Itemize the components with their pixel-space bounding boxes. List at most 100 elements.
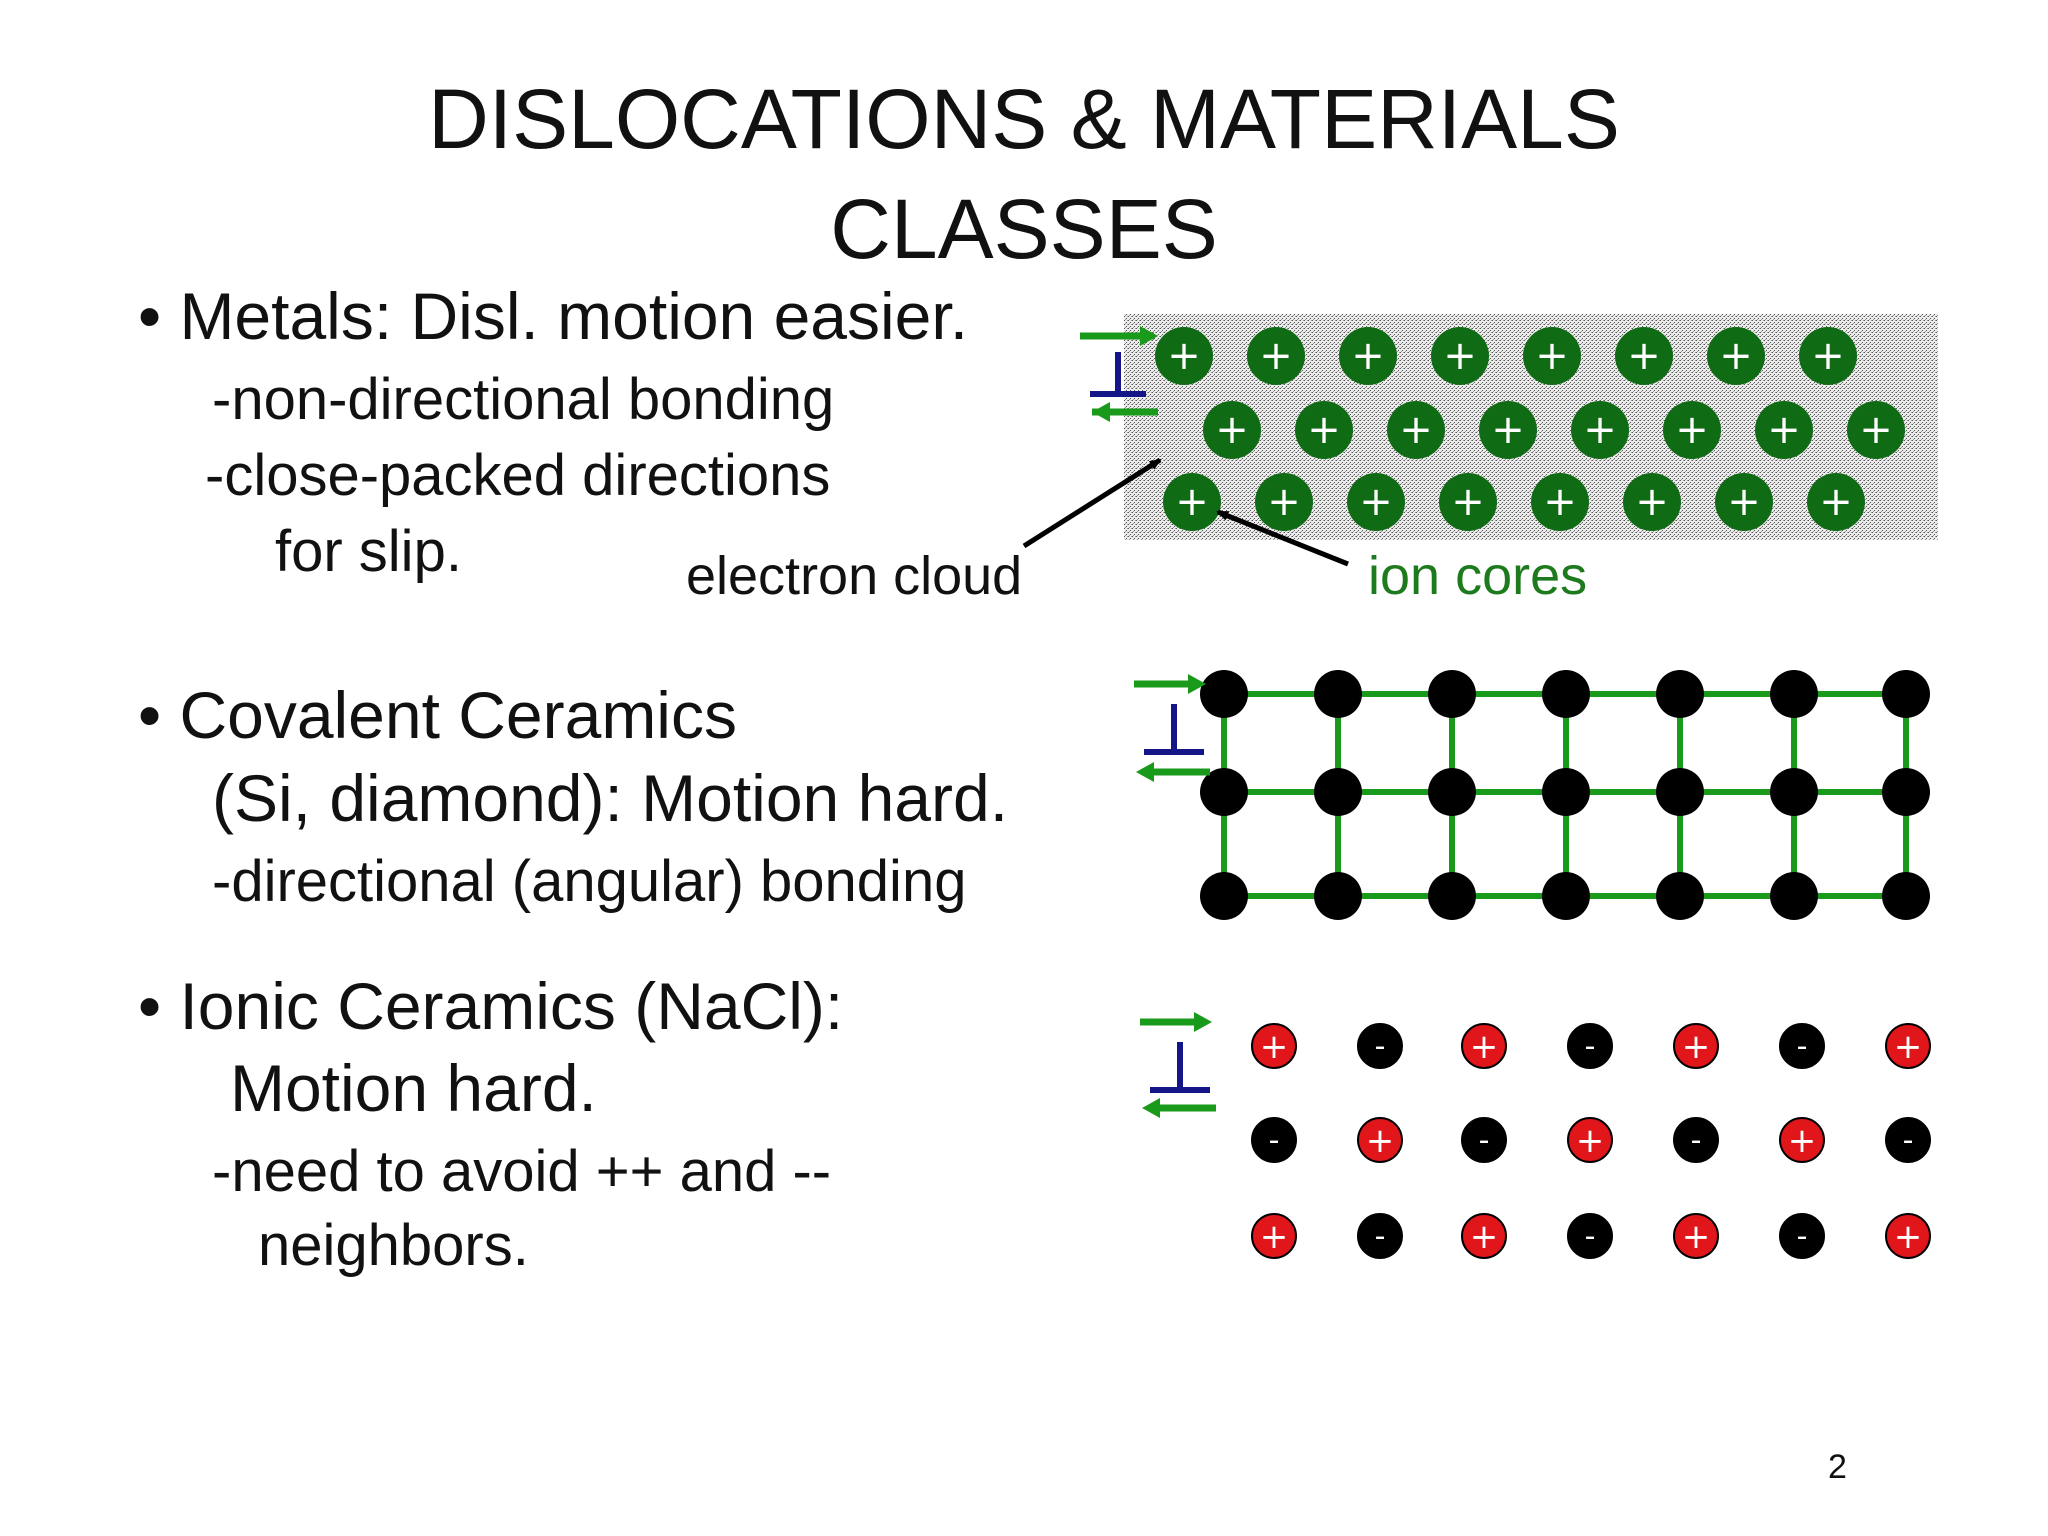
- ion-plus-sign: +: [1719, 333, 1753, 379]
- ion-cores-label: ion cores: [1368, 546, 1588, 606]
- anion-minus-sign: -: [1375, 1219, 1386, 1254]
- cation: [1461, 1023, 1507, 1069]
- metal-ion-grid: ++++++++++++++++++++++++: [1155, 327, 1905, 531]
- ion-plus-sign: +: [1267, 479, 1301, 525]
- metals-detail-1: -non-directional bonding: [212, 367, 835, 432]
- cation-plus-sign: +: [1682, 1027, 1711, 1067]
- covalent-atom: [1770, 872, 1818, 920]
- ion-core: [1663, 401, 1721, 459]
- anion-minus-sign: -: [1691, 1123, 1702, 1158]
- ion-plus-sign: +: [1627, 333, 1661, 379]
- ion-core: [1799, 327, 1857, 385]
- ion-core: [1247, 327, 1305, 385]
- anion: [1885, 1117, 1931, 1163]
- ion-plus-sign: +: [1451, 479, 1485, 525]
- ion-plus-sign: +: [1351, 333, 1385, 379]
- covalent-atom: [1770, 768, 1818, 816]
- covalent-atom: [1656, 670, 1704, 718]
- ion-plus-sign: +: [1535, 333, 1569, 379]
- anion-minus-sign: -: [1903, 1123, 1914, 1158]
- slide-title-line1: DISLOCATIONS & MATERIALS: [428, 72, 1620, 166]
- anion-minus-sign: -: [1269, 1123, 1280, 1158]
- anion: [1779, 1023, 1825, 1069]
- covalent-atom: [1314, 768, 1362, 816]
- covalent-atom: [1882, 872, 1930, 920]
- ion-plus-sign: +: [1359, 479, 1393, 525]
- covalent-atom: [1200, 872, 1248, 920]
- ion-cores-arrow: [1216, 509, 1349, 567]
- ion-plus-sign: +: [1215, 407, 1249, 453]
- covalent-detail: -directional (angular) bonding: [212, 849, 967, 914]
- anion-minus-sign: -: [1479, 1123, 1490, 1158]
- ion-core: [1571, 401, 1629, 459]
- ion-plus-sign: +: [1859, 407, 1893, 453]
- anion: [1357, 1023, 1403, 1069]
- covalent-atom: [1200, 670, 1248, 718]
- ion-plus-sign: +: [1491, 407, 1525, 453]
- anion: [1251, 1117, 1297, 1163]
- ion-plus-sign: +: [1399, 407, 1433, 453]
- ion-plus-sign: +: [1819, 479, 1853, 525]
- ion-plus-sign: +: [1167, 333, 1201, 379]
- covalent-atom: [1542, 768, 1590, 816]
- ion-core: [1523, 327, 1581, 385]
- metals-dislocation-symbol: [1080, 326, 1158, 422]
- cation-plus-sign: +: [1260, 1027, 1289, 1067]
- cation-plus-sign: +: [1366, 1121, 1395, 1161]
- ion-core: [1755, 401, 1813, 459]
- cation-plus-sign: +: [1260, 1217, 1289, 1257]
- covalent-atom: [1542, 872, 1590, 920]
- anion: [1779, 1213, 1825, 1259]
- cation-plus-sign: +: [1788, 1121, 1817, 1161]
- electron-cloud-arrow: [1022, 457, 1162, 549]
- cation-plus-sign: +: [1470, 1217, 1499, 1257]
- ion-core: [1339, 327, 1397, 385]
- ion-plus-sign: +: [1727, 479, 1761, 525]
- metals-heading: • Metals: Disl. motion easier.: [138, 279, 969, 353]
- ionic-line-2: Motion hard.: [230, 1051, 597, 1125]
- anion-minus-sign: -: [1585, 1219, 1596, 1254]
- slide-title-line2: CLASSES: [830, 182, 1218, 276]
- cation: [1673, 1213, 1719, 1259]
- ion-core: [1439, 473, 1497, 531]
- cation-plus-sign: +: [1682, 1217, 1711, 1257]
- covalent-atom: [1200, 768, 1248, 816]
- metals-detail-2: -close-packed directions: [205, 443, 831, 508]
- anion-minus-sign: -: [1585, 1029, 1596, 1064]
- ion-core: [1707, 327, 1765, 385]
- ion-plus-sign: +: [1175, 479, 1209, 525]
- ionic-dislocation-symbol: [1140, 1012, 1216, 1118]
- covalent-atom: [1428, 872, 1476, 920]
- covalent-atom: [1882, 768, 1930, 816]
- ion-core: [1155, 327, 1213, 385]
- ion-plus-sign: +: [1635, 479, 1669, 525]
- covalent-atom: [1428, 768, 1476, 816]
- cation: [1779, 1117, 1825, 1163]
- ionic-detail-2: neighbors.: [258, 1213, 529, 1278]
- covalent-line-2: (Si, diamond): Motion hard.: [212, 761, 1009, 835]
- ion-plus-sign: +: [1443, 333, 1477, 379]
- covalent-heading: • Covalent Ceramics: [138, 678, 737, 752]
- ion-plus-sign: +: [1767, 407, 1801, 453]
- ion-core: [1163, 473, 1221, 531]
- anion: [1673, 1117, 1719, 1163]
- ion-core: [1847, 401, 1905, 459]
- anion-minus-sign: -: [1797, 1219, 1808, 1254]
- ion-plus-sign: +: [1583, 407, 1617, 453]
- ion-plus-sign: +: [1811, 333, 1845, 379]
- ion-plus-sign: +: [1259, 333, 1293, 379]
- anion: [1461, 1117, 1507, 1163]
- covalent-atom: [1542, 670, 1590, 718]
- covalent-dislocation-symbol: [1134, 674, 1210, 782]
- covalent-atom: [1770, 670, 1818, 718]
- covalent-atom: [1314, 670, 1362, 718]
- ion-core: [1431, 327, 1489, 385]
- cation: [1885, 1213, 1931, 1259]
- ion-core: [1387, 401, 1445, 459]
- ion-core: [1203, 401, 1261, 459]
- cation: [1251, 1213, 1297, 1259]
- ion-core: [1255, 473, 1313, 531]
- ion-core: [1623, 473, 1681, 531]
- cation: [1251, 1023, 1297, 1069]
